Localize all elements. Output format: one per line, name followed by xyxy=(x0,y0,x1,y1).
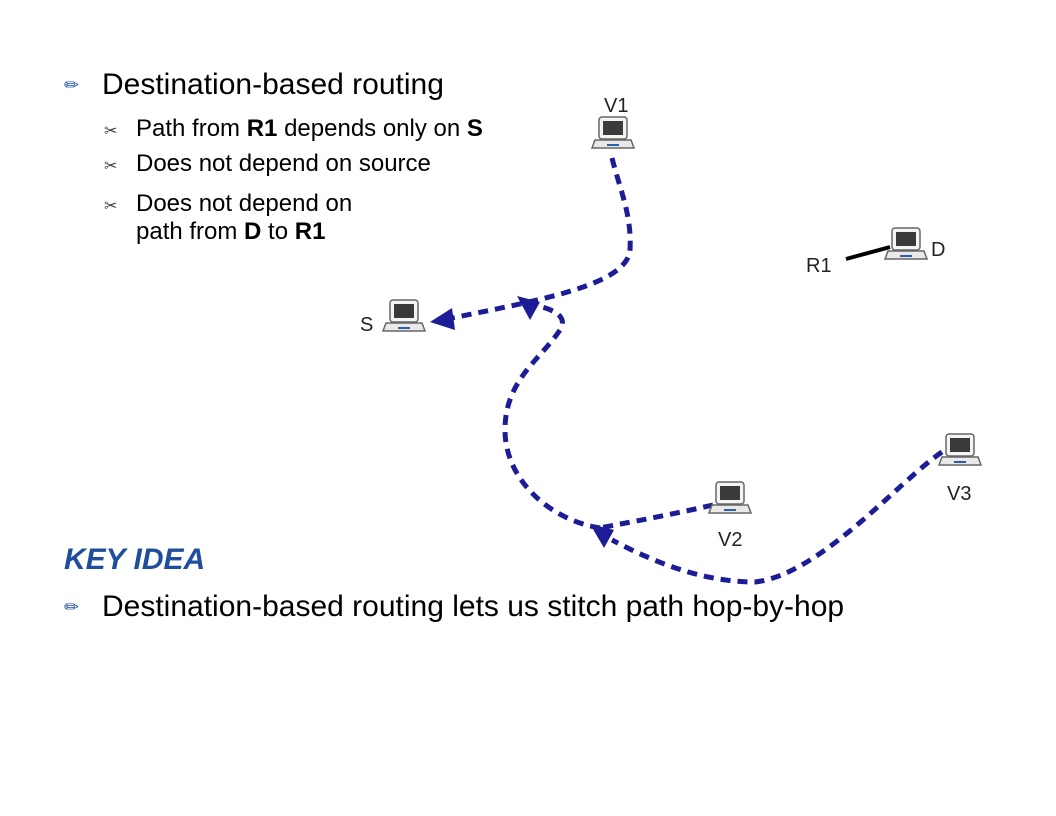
label-d: D xyxy=(931,239,945,261)
pencil-bullet-icon: ✏ xyxy=(64,597,80,617)
label-v2: V2 xyxy=(718,529,742,551)
sub-bullet-not-source: ✂ Does not depend on source xyxy=(104,150,431,181)
bullet-text: Destination-based routing xyxy=(102,68,444,101)
path-v3-to-v2branch xyxy=(610,449,944,585)
laptop-v3-icon xyxy=(938,433,982,466)
path-v1-to-s xyxy=(451,157,633,321)
path-v2-to-branch xyxy=(599,502,714,531)
label-r1: R1 xyxy=(806,255,832,277)
label-v1: V1 xyxy=(604,95,628,117)
sub-bullet-path-from-r1: ✂ Path from R1 depends only on S xyxy=(104,115,483,146)
bullet-destination-routing: ✏ Destination-based routing xyxy=(64,68,444,102)
laptop-s-icon xyxy=(382,299,426,332)
laptop-v1-icon xyxy=(591,116,635,149)
label-v3: V3 xyxy=(947,483,971,505)
link-r1-d xyxy=(845,245,891,261)
bullet-text: Destination-based routing lets us stitch… xyxy=(102,590,845,623)
label-s: S xyxy=(360,314,373,336)
bullet-key-idea: ✏ Destination-based routing lets us stit… xyxy=(64,590,844,624)
laptop-d-icon xyxy=(884,227,928,260)
laptop-v2-icon xyxy=(708,481,752,514)
scissors-bullet-icon: ✂ xyxy=(104,123,118,140)
scissors-bullet-icon: ✂ xyxy=(104,158,118,175)
pencil-bullet-icon: ✏ xyxy=(64,75,80,95)
sub-bullet-not-path-d-r1: ✂ Does not depend on path from D to R1 xyxy=(104,190,353,245)
scissors-bullet-icon: ✂ xyxy=(104,198,118,215)
arrowhead-lower-branch xyxy=(590,524,614,548)
arrowhead-at-s xyxy=(430,308,455,330)
arrowhead-upper-branch xyxy=(517,296,540,320)
key-idea-heading: KEY IDEA xyxy=(64,543,206,576)
path-branch-to-arrow xyxy=(502,303,601,531)
